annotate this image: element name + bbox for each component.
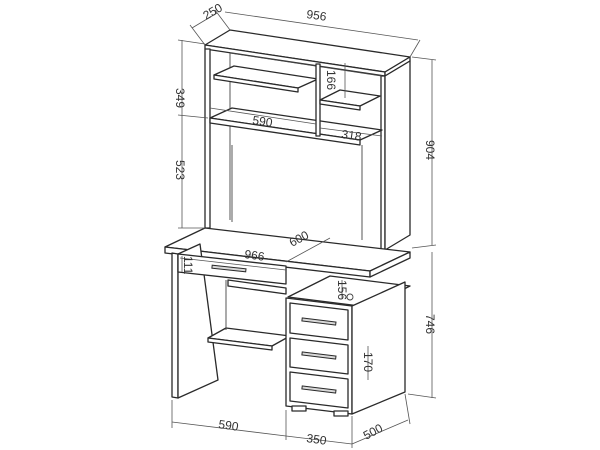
foot-left: [291, 405, 307, 412]
label-top-depth: 250: [201, 0, 226, 22]
label-drawer-front-height: 170: [361, 352, 375, 372]
lower-shelf-edge: [207, 337, 273, 351]
hutch: [204, 29, 411, 251]
keyboard-drawer-handle[interactable]: [211, 264, 247, 273]
label-pedestal-depth: 500: [361, 421, 386, 443]
label-left-width: 590: [218, 417, 240, 434]
hutch-niche-divider: [315, 63, 321, 137]
label-desk-height: 746: [423, 314, 437, 334]
drawer-runner: [227, 279, 287, 295]
hutch-upper-shelf-edge: [213, 74, 299, 93]
left-leg: [171, 252, 179, 399]
dimension-labels: 250 956 349 166 590 318 523 904 966 600 …: [173, 0, 437, 448]
label-open-shelf-height: 156: [335, 280, 349, 300]
drawer-3-handle[interactable]: [301, 385, 337, 394]
label-pedestal-width: 350: [306, 431, 328, 448]
label-top-width: 956: [306, 7, 328, 24]
label-total-height: 904: [423, 140, 437, 160]
label-niche-width: 318: [341, 127, 363, 144]
hutch-right-side-depth: [384, 60, 411, 251]
hutch-niche-shelf-edge: [319, 99, 361, 111]
label-niche-height: 166: [324, 70, 338, 90]
label-shelf-width: 590: [252, 113, 274, 130]
desktop-side-edge: [369, 251, 411, 278]
desk: [164, 227, 411, 417]
hutch-middle-shelf-edge: [209, 117, 361, 146]
label-drawer-height: 111: [181, 256, 195, 275]
hutch-back-top: [229, 52, 383, 77]
cable-hole-icon: [346, 293, 354, 301]
pedestal-side: [351, 281, 406, 415]
dimension-lines: [171, 9, 437, 448]
hutch-left-side: [204, 48, 211, 229]
label-desk-width: 966: [244, 247, 266, 264]
left-leg-depth: [177, 243, 219, 399]
foot-right: [333, 410, 349, 417]
drawer-1-handle[interactable]: [301, 317, 337, 326]
label-hutch-height: 349: [173, 88, 187, 108]
drawer-2-handle[interactable]: [301, 351, 337, 360]
label-gap-height: 523: [173, 160, 187, 180]
